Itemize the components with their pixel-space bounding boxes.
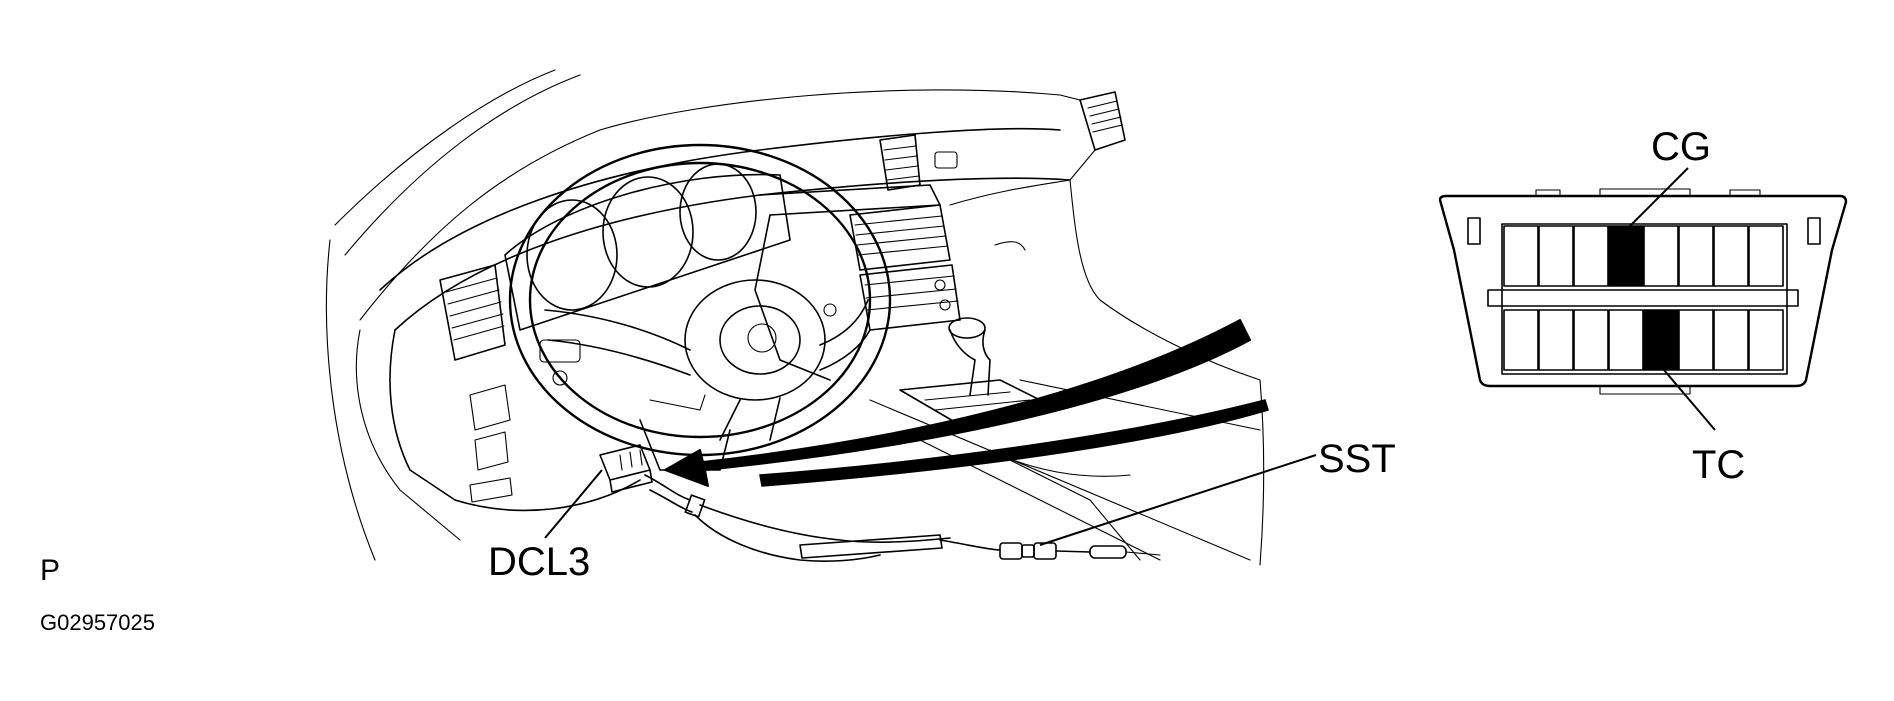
- page-letter: P: [40, 554, 60, 587]
- cg-pin: [1608, 225, 1644, 287]
- upper-pin-row: [1503, 225, 1784, 287]
- figure-code: G02957025: [40, 610, 155, 635]
- cg-label: CG: [1651, 125, 1711, 169]
- dlc3-connector-face: [1438, 188, 1848, 395]
- tc-leader-line: [1663, 369, 1716, 431]
- tc-label: TC: [1692, 443, 1745, 487]
- cg-leader-line: [1627, 167, 1689, 229]
- tc-pin: [1643, 309, 1679, 371]
- dashboard-illustration: [325, 69, 1269, 566]
- sst-label: SST: [1318, 437, 1396, 481]
- lower-pin-row: [1503, 309, 1784, 371]
- sst-leader-line: [1039, 454, 1317, 546]
- dcl3-leader-line: [544, 469, 603, 539]
- dcl3-label: DCL3: [488, 540, 590, 584]
